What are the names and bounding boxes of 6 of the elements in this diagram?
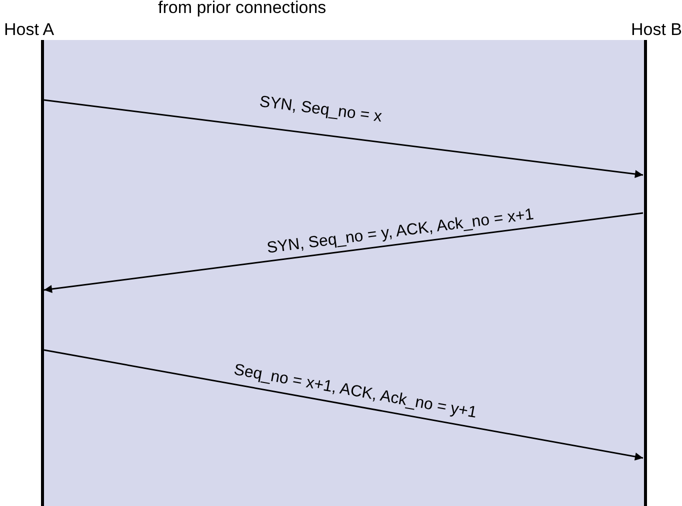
note-text: from prior connections [158,0,326,18]
host-label: Host A [4,20,54,40]
host-label: Host B [630,20,682,40]
message-arrow [44,349,644,461]
message-arrow [44,212,644,293]
message-arrow [44,99,644,178]
